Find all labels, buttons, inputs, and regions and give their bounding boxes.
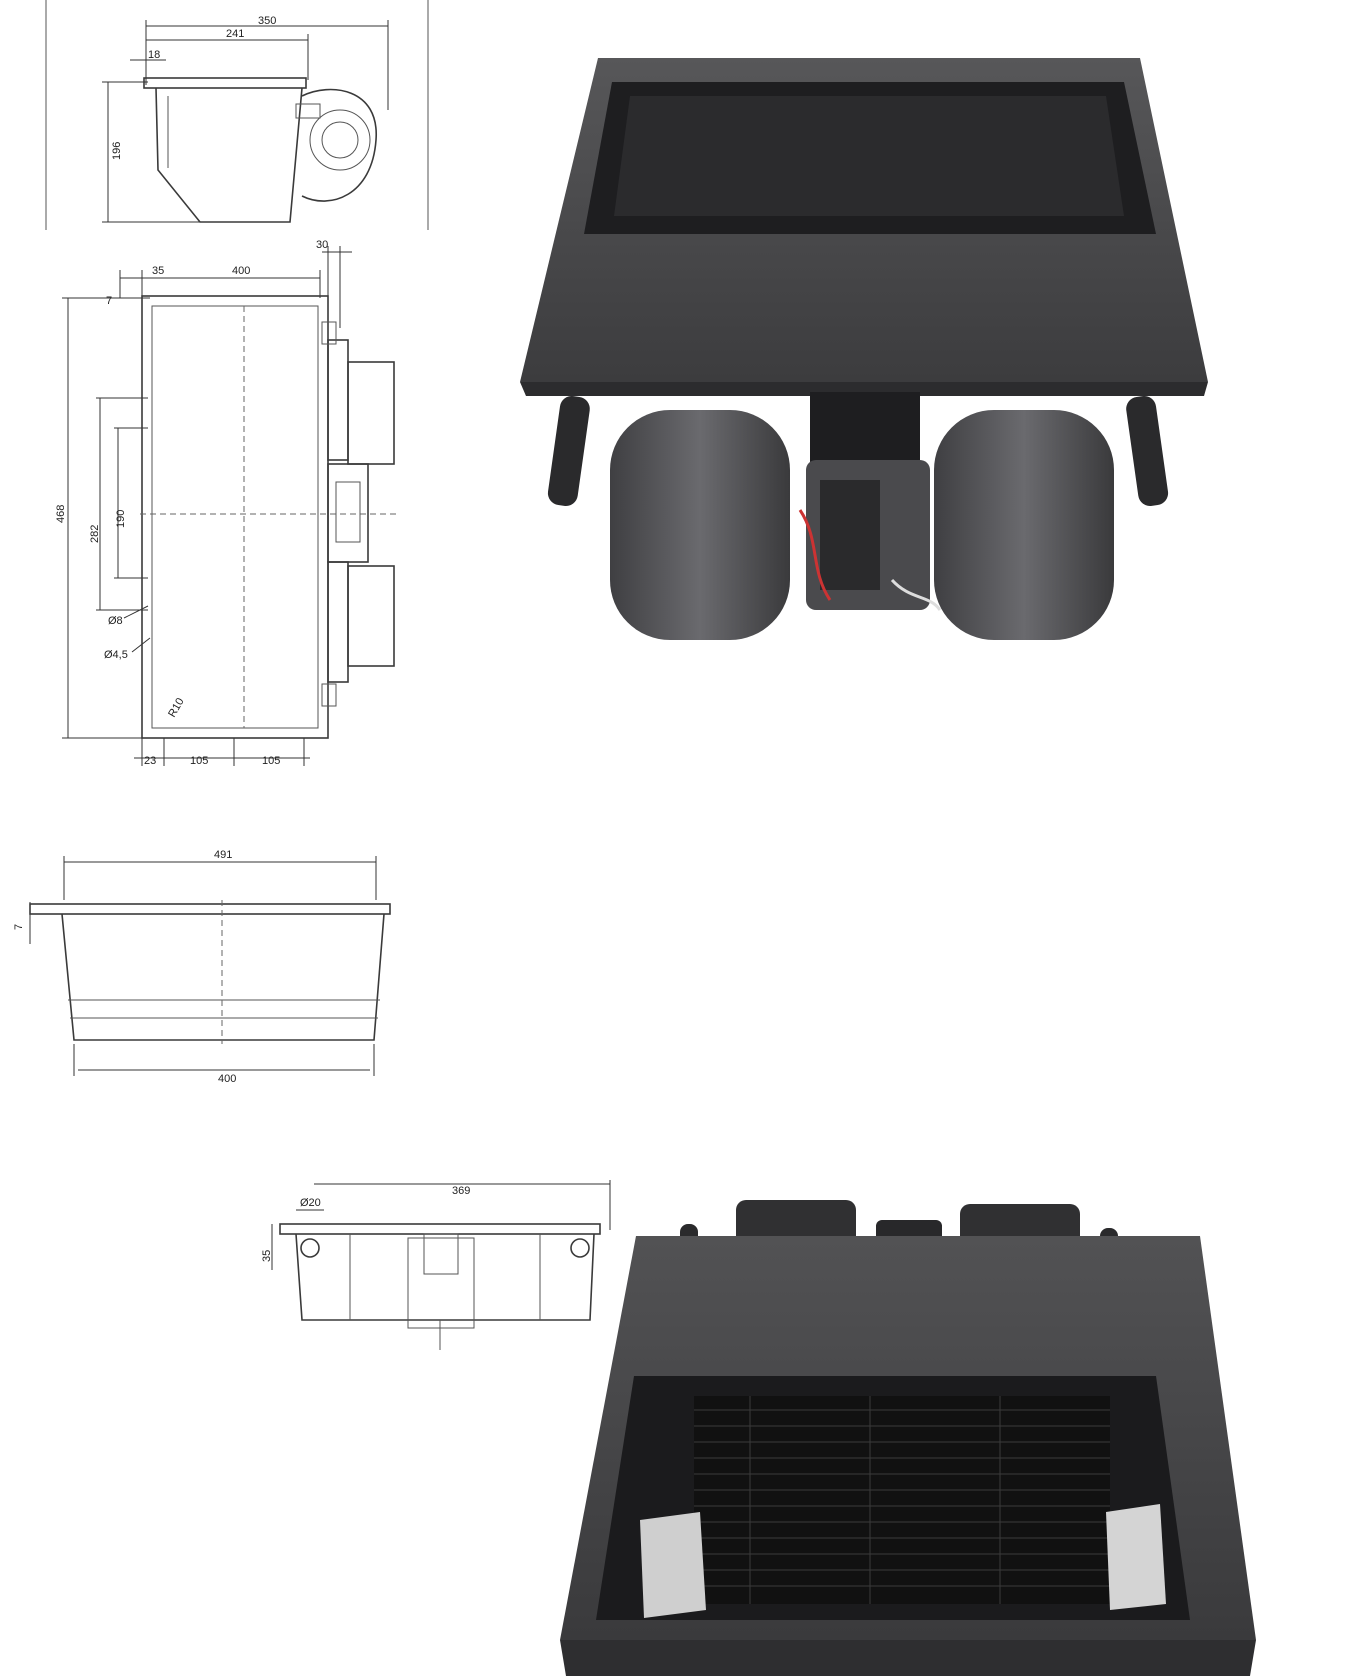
dim-label-bottom-mid: 105: [190, 755, 208, 767]
blower-left: [610, 410, 790, 640]
motor-bracket: [295, 103, 321, 119]
dim-label-inner-width: 241: [226, 28, 244, 40]
flange-edge: [560, 1640, 1256, 1676]
dim-label-bottom-width: 400: [218, 1073, 236, 1085]
dim-label-top-width: 400: [232, 265, 250, 277]
blower-housing-upper: [327, 339, 349, 461]
blower-scroll: [301, 88, 377, 202]
dim-label-total-height: 468: [55, 505, 67, 523]
heater-coil: [694, 1396, 1110, 1604]
pipe-left: [547, 395, 590, 506]
bracket-right: [1106, 1504, 1166, 1610]
blower-wheel: [309, 109, 371, 171]
motor-outline: [407, 1237, 475, 1329]
blower-right: [934, 410, 1114, 640]
housing-profile: [61, 913, 385, 1041]
motor-body: [335, 481, 361, 543]
dim-label-corner-radius: R10: [166, 696, 186, 719]
dim-label-top-width: 491: [214, 849, 232, 861]
dim-label-height: 35: [261, 1250, 273, 1262]
wire-white: [890, 578, 942, 611]
end-view-drawing: 369 Ø20 35: [261, 1180, 611, 1350]
dim-label-span-inner: 190: [115, 510, 127, 528]
blower-scroll-upper: [347, 361, 395, 465]
motor-top: [423, 1233, 459, 1275]
flange-edge: [520, 382, 1208, 396]
dim-label-pipe-diameter: Ø20: [300, 1197, 321, 1209]
dim-label-flange: 18: [148, 49, 160, 61]
housing-profile: [155, 87, 303, 223]
blower-scroll-lower: [347, 565, 395, 667]
dim-label-right-offset: 30: [316, 239, 328, 251]
product-photo-coil: [560, 1200, 1256, 1676]
dim-label-height: 196: [111, 142, 123, 160]
side-view-drawing: 350 241 18 196: [45, 0, 429, 230]
product-photo-blowers: [520, 58, 1208, 640]
dim-label-width: 369: [452, 1185, 470, 1197]
flange-plate: [279, 1223, 601, 1235]
pipe-stub-upper: [321, 321, 337, 345]
dim-label-span-outer: 282: [89, 525, 101, 543]
dim-label-flange-small: 7: [106, 295, 112, 307]
dim-label-flange-small: 7: [13, 924, 25, 930]
motor-housing: [327, 463, 369, 563]
housing-profile: [295, 1233, 595, 1321]
dim-label-top-offset: 35: [152, 265, 164, 277]
pipe-right: [570, 1238, 590, 1258]
pipe-right: [1126, 395, 1169, 506]
motor-fins: [820, 480, 880, 590]
pipe-left: [300, 1238, 320, 1258]
housing-inner-outline: [151, 305, 319, 729]
tub-floor: [614, 96, 1124, 216]
dim-label-bottom-right: 105: [262, 755, 280, 767]
flange-plate: [29, 903, 391, 915]
blower-housing-lower: [327, 561, 349, 683]
front-view-drawing: 491 7 400: [13, 849, 391, 1085]
flange-plate: [143, 77, 307, 89]
dim-label-hole-small: Ø4,5: [104, 649, 128, 661]
leader-line: [131, 637, 151, 653]
dim-label-overall-width: 350: [258, 15, 276, 27]
pipe-stub-lower: [321, 683, 337, 707]
dim-label-hole-large: Ø8: [108, 615, 123, 627]
bracket-left: [640, 1512, 706, 1618]
top-view-drawing: 35 400 30 468 7 282 190 Ø8 Ø4,5 R10 23 1…: [55, 239, 400, 767]
leader-line: [123, 605, 149, 619]
wire-red: [798, 509, 832, 601]
housing-outline: [141, 295, 329, 739]
dim-label-bottom-left: 23: [144, 755, 156, 767]
blower-hub: [321, 121, 359, 159]
coil-fins: [694, 1396, 1110, 1604]
